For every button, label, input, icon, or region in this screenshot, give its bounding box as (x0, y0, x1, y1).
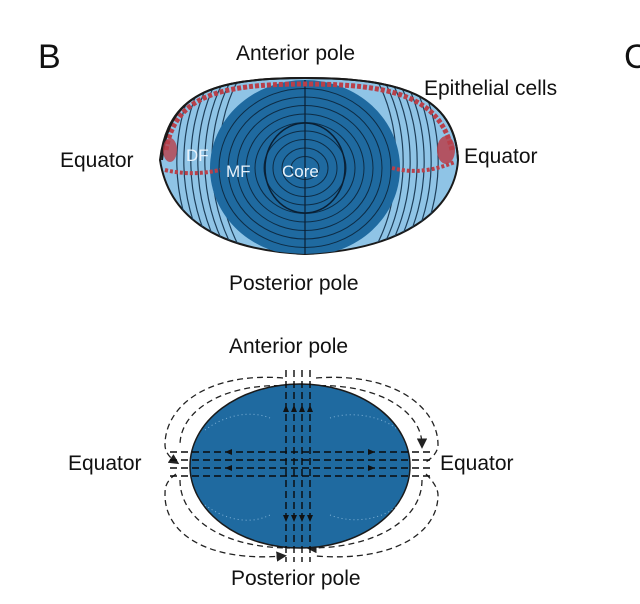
df-label: DF (186, 146, 209, 165)
cortical-fiber-line (386, 81, 411, 253)
top-anterior-pole-label: Anterior pole (236, 42, 355, 65)
cortical-fiber-line (379, 81, 404, 253)
top-lens-diagram: DF MF Core (158, 76, 460, 256)
top-equator-right-label: Equator (464, 145, 538, 168)
equator-cell-band-right (391, 160, 456, 173)
top-posterior-pole-label: Posterior pole (229, 272, 359, 295)
epithelial-cells-label: Epithelial cells (424, 77, 557, 100)
epithelial-cell-layer (163, 81, 455, 151)
panel-label-cut: C (624, 38, 640, 76)
bottom-lens-diagram (164, 370, 439, 562)
top-equator-left-label: Equator (60, 149, 134, 172)
mf-label: MF (226, 162, 251, 181)
bottom-equator-left-label: Equator (68, 452, 142, 475)
bottom-lens-body (189, 383, 411, 549)
bottom-equator-right-label: Equator (440, 452, 514, 475)
panel-label: B (38, 38, 61, 76)
bottom-posterior-pole-label: Posterior pole (231, 567, 361, 590)
equator-cell-band-left (164, 168, 221, 176)
bottom-anterior-pole-label: Anterior pole (229, 335, 348, 358)
core-label: Core (282, 162, 319, 181)
cortical-fiber-line (204, 81, 229, 253)
